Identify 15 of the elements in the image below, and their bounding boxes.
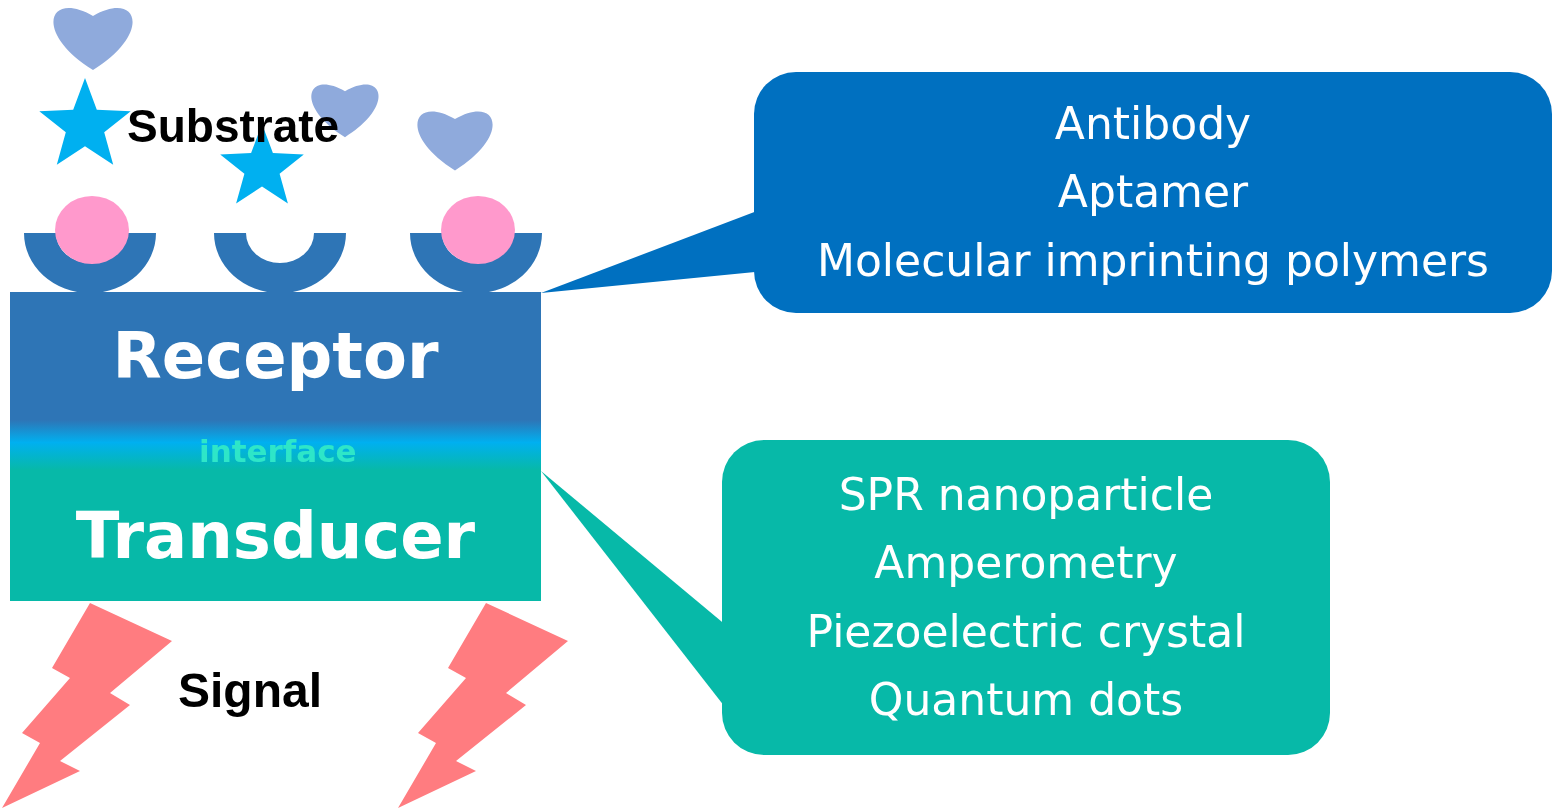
- callout-text: SPR nanoparticle: [838, 468, 1214, 523]
- substrate-label: Substrate: [127, 103, 340, 149]
- callout-bubble: [754, 72, 1552, 313]
- callout-pointer: [541, 211, 755, 293]
- signal-label: Signal: [178, 667, 323, 715]
- callout-text: Antibody: [1054, 97, 1252, 152]
- callout-pointer: [541, 471, 723, 705]
- transducer-layer: [10, 470, 541, 601]
- callout-text: Amperometry: [874, 536, 1178, 591]
- callout-text: Piezoelectric crystal: [806, 604, 1246, 659]
- callout-text: Quantum dots: [868, 672, 1184, 727]
- layer-label: Transducer: [75, 503, 476, 568]
- callout-text: Molecular imprinting polymers: [816, 233, 1490, 288]
- callout-text: Aptamer: [1057, 165, 1249, 220]
- interface-label: interface: [199, 436, 357, 467]
